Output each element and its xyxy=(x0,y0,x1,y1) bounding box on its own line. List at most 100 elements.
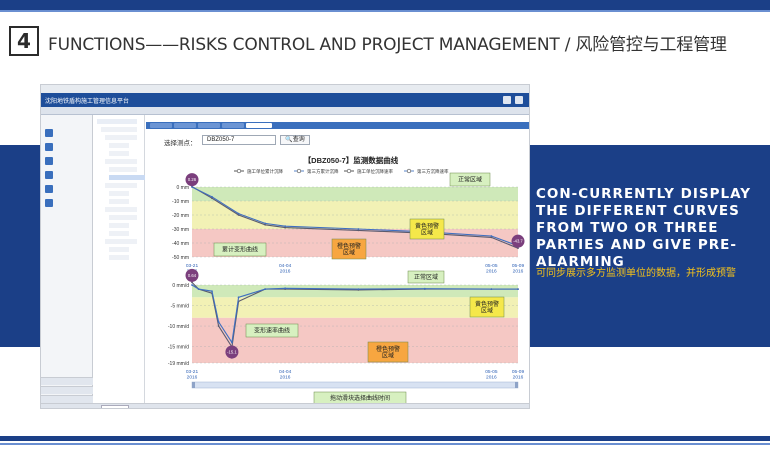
marker-start-rate-label: 0.64 xyxy=(188,273,197,278)
tree-node[interactable] xyxy=(109,143,129,148)
callout-orange-zone xyxy=(331,238,367,260)
tree-node[interactable] xyxy=(105,159,137,164)
app-sidebar xyxy=(41,115,93,403)
marker-start-label: 0.26 xyxy=(188,177,197,182)
sidebar-item[interactable] xyxy=(45,127,89,139)
marker-end-tip xyxy=(515,245,521,249)
tree-node[interactable] xyxy=(105,239,137,244)
sidebar-section[interactable] xyxy=(41,395,93,403)
sub-tab[interactable] xyxy=(174,123,196,128)
app-screenshot: 沈阳地铁盾构施工管理信息平台 xyxy=(40,84,530,409)
app-window-titlebar xyxy=(41,85,529,93)
tree-node[interactable] xyxy=(109,151,129,156)
data-point xyxy=(197,288,200,291)
tree-node[interactable] xyxy=(105,207,137,212)
data-point xyxy=(237,212,240,215)
sub-tab-active[interactable] xyxy=(246,123,272,128)
search-button[interactable]: 🔍查询 xyxy=(280,135,310,145)
callout-orange-zone-text: 橙色预警 xyxy=(337,242,361,250)
data-point xyxy=(264,288,267,291)
sub-tab[interactable] xyxy=(150,123,172,128)
tree-node[interactable] xyxy=(109,255,129,260)
tree-node[interactable] xyxy=(101,127,137,132)
x-tick-label: 04-04 xyxy=(279,369,292,375)
tree-node[interactable] xyxy=(109,191,129,196)
data-point xyxy=(217,321,220,323)
time-range-slider[interactable] xyxy=(191,381,519,389)
top-accent-line xyxy=(0,10,770,12)
tree-node[interactable] xyxy=(97,119,137,124)
tree-node[interactable] xyxy=(109,231,129,236)
sidebar-item[interactable] xyxy=(45,141,89,153)
x-tick-label: 05-09 xyxy=(512,369,525,375)
tree-node[interactable] xyxy=(105,183,137,188)
station-tree xyxy=(93,115,145,403)
tree-node[interactable] xyxy=(109,199,129,204)
data-point xyxy=(264,223,267,226)
monitoring-chart: 【DBZ050-7】监测数据曲线 施工单位累计沉降第三方累计沉降施工单位沉降速率… xyxy=(168,155,525,405)
data-point xyxy=(423,287,426,290)
sub-tab-strip xyxy=(146,122,529,129)
header-button[interactable] xyxy=(515,96,523,104)
sidebar-item[interactable] xyxy=(45,169,89,181)
section-heading: FUNCTIONS——RISKS CONTROL AND PROJECT MAN… xyxy=(48,35,727,55)
warning-zone xyxy=(192,317,518,363)
select-point-label: 选择测点： xyxy=(164,140,197,147)
marker-start-tip xyxy=(189,183,195,187)
monitoring-panel: 选择测点： DBZ050-7 🔍查询 【DBZ050-7】监测数据曲线 施工单位… xyxy=(146,115,529,405)
data-point xyxy=(211,197,213,200)
marker-min-rate xyxy=(225,345,239,359)
app-header: 沈阳地铁盾构施工管理信息平台 xyxy=(41,93,529,107)
data-point xyxy=(490,235,493,237)
x-tick-label: 2016 xyxy=(187,375,198,381)
data-point xyxy=(284,225,287,228)
measuring-point-select[interactable]: DBZ050-7 xyxy=(202,135,276,145)
callout-yellow-zone-text: 黄色预警 xyxy=(415,222,439,230)
y-tick-label: -15 mm/d xyxy=(168,344,189,350)
data-point xyxy=(490,288,493,291)
x-tick-label: 05-05 xyxy=(485,369,498,375)
x-tick-label: 05-09 xyxy=(512,263,525,269)
tree-node-selected[interactable] xyxy=(109,175,145,180)
y-tick-label: -20 mm xyxy=(172,213,189,219)
tree-node[interactable] xyxy=(109,167,137,172)
sub-tab[interactable] xyxy=(222,123,244,128)
callout-cumulative-curve xyxy=(213,242,267,257)
tree-node[interactable] xyxy=(109,223,129,228)
data-point xyxy=(191,281,193,284)
y-tick-label: -50 mm xyxy=(172,255,189,261)
warning-zone xyxy=(192,201,518,229)
sidebar-section[interactable] xyxy=(41,377,93,385)
data-point xyxy=(211,290,213,293)
callout-normal-zone-rate-text: 正常区域 xyxy=(414,273,438,281)
sidebar-item[interactable] xyxy=(45,155,89,167)
data-point xyxy=(284,226,287,229)
callout-orange-zone-text: 区域 xyxy=(343,249,355,257)
y-tick-label: -30 mm xyxy=(172,227,189,233)
marker-end xyxy=(511,234,525,248)
data-point xyxy=(284,287,287,290)
data-point xyxy=(217,325,220,327)
callout-normal-zone xyxy=(449,172,491,187)
sidebar-item[interactable] xyxy=(45,197,89,209)
status-chip xyxy=(101,405,129,408)
legend-label: 施工单位沉降速率 xyxy=(357,168,393,175)
header-button[interactable] xyxy=(503,96,511,104)
data-point xyxy=(237,296,240,299)
feature-description-en: CON-CURRENTLY DISPLAY THE DIFFERENT CURV… xyxy=(536,186,752,270)
tree-node[interactable] xyxy=(109,215,137,220)
tree-node[interactable] xyxy=(105,135,137,140)
settlement-rate-chart: 0 mm/d-5 mm/d-10 mm/d-15 mm/d-19 mm/d03-… xyxy=(168,281,525,381)
marker-end-label: -43.7 xyxy=(513,239,523,244)
data-point xyxy=(357,228,360,230)
app-nav-bar xyxy=(41,107,529,115)
sidebar-item[interactable] xyxy=(45,183,89,195)
tree-node[interactable] xyxy=(109,247,129,252)
legend-label: 第三方沉降速率 xyxy=(417,168,449,175)
sidebar-section[interactable] xyxy=(41,386,93,394)
callout-slider-hint-text: 拖动滑块选择曲线时间 xyxy=(330,394,390,402)
marker-min-rate-tip xyxy=(228,355,235,359)
x-tick-label: 05-05 xyxy=(485,263,498,269)
marker-start-rate xyxy=(185,268,199,282)
sub-tab[interactable] xyxy=(198,123,220,128)
